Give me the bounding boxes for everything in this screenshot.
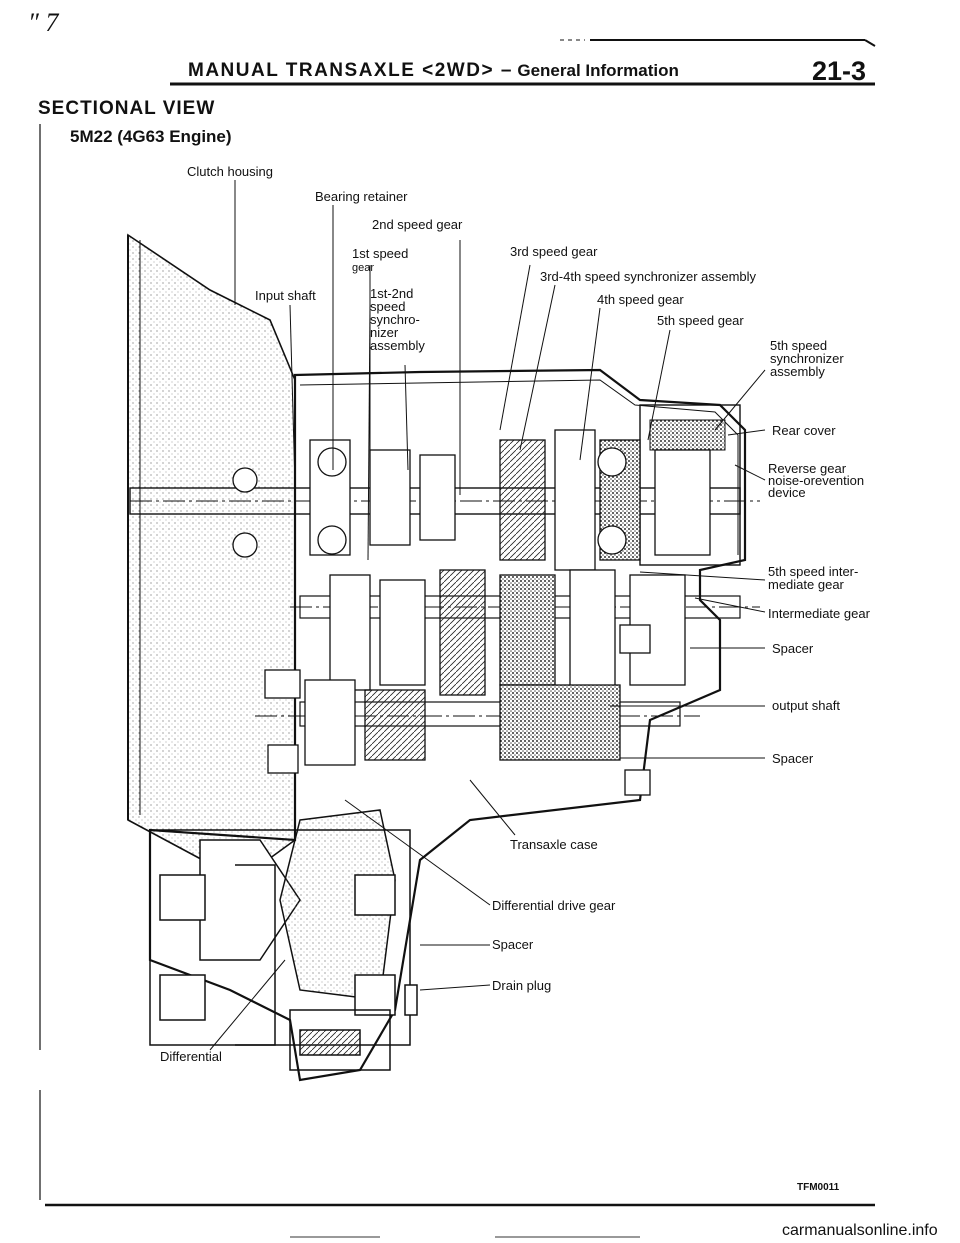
label-1st-2nd-line5: assembly	[370, 338, 425, 353]
header-title: MANUAL TRANSAXLE <2WD> –	[188, 60, 513, 81]
label-reverse-gear-device: Reverse gear noise-orevention device	[768, 461, 865, 500]
page-number: 21-3	[812, 56, 867, 86]
label-transaxle-case: Transaxle case	[510, 837, 598, 852]
label-bearing-retainer: Bearing retainer	[315, 189, 408, 204]
label-reverse-line2: noise-orevention	[768, 473, 865, 488]
label-spacer-2: Spacer	[772, 751, 814, 766]
label-spacer-1: Spacer	[772, 641, 814, 656]
label-5th-intermediate-gear: 5th speed inter- mediate gear	[768, 565, 858, 591]
label-5th-synchro-line1: 5th speed	[770, 338, 828, 353]
page-header: MANUAL TRANSAXLE <2WD> – General Informa…	[188, 60, 679, 82]
label-3rd-speed-gear: 3rd speed gear	[510, 244, 598, 259]
section-title: SECTIONAL VIEW	[38, 98, 216, 119]
label-5th-synchro-line2: synchronizer	[770, 351, 844, 366]
label-drain-plug: Drain plug	[492, 978, 552, 993]
label-5th-inter-line2: mediate gear	[768, 577, 844, 592]
label-input-shaft: Input shaft	[255, 288, 316, 303]
label-differential-drive-gear: Differential drive gear	[492, 898, 616, 913]
label-reverse-line3: device	[768, 485, 806, 500]
label-5th-synchronizer: 5th speed synchronizer assembly	[770, 339, 844, 378]
header-subtitle: General Information	[517, 61, 679, 80]
label-intermediate-gear: Intermediate gear	[768, 606, 870, 621]
label-1st-2nd-line3: synchro-	[370, 312, 420, 327]
label-2nd-speed-gear: 2nd speed gear	[372, 217, 463, 232]
label-1st-speed-gear: 1st speed gear	[352, 247, 408, 275]
label-1st-2nd-line2: speed	[370, 299, 406, 314]
label-1st-2nd-line4: nizer	[370, 325, 399, 340]
footer-site: carmanualsonline.info	[782, 1222, 938, 1239]
label-5th-inter-line1: 5th speed inter-	[768, 564, 859, 579]
corner-mark: ″ 7	[28, 8, 59, 37]
label-differential: Differential	[160, 1049, 222, 1064]
label-5th-synchro-line3: assembly	[770, 364, 825, 379]
label-5th-speed-gear: 5th speed gear	[657, 313, 744, 328]
label-spacer-3: Spacer	[492, 937, 534, 952]
label-1st-2nd-synchronizer: 1st-2nd speed synchro- nizer assembly	[370, 287, 425, 352]
label-4th-speed-gear: 4th speed gear	[597, 292, 684, 307]
label-1st-2nd-line1: 1st-2nd	[370, 286, 414, 301]
label-rear-cover: Rear cover	[772, 423, 836, 438]
label-reverse-line1: Reverse gear	[768, 461, 847, 476]
section-subtitle: 5M22 (4G63 Engine)	[70, 127, 232, 146]
label-1st-speed-gear-line2: gear	[352, 262, 375, 274]
figure-id: TFM0011	[797, 1182, 840, 1193]
label-3rd-4th-synchronizer: 3rd-4th speed synchronizer assembly	[540, 269, 757, 284]
label-1st-speed-gear-line1: 1st speed	[352, 246, 409, 261]
label-output-shaft: output shaft	[772, 698, 840, 713]
label-clutch-housing: Clutch housing	[187, 164, 273, 179]
